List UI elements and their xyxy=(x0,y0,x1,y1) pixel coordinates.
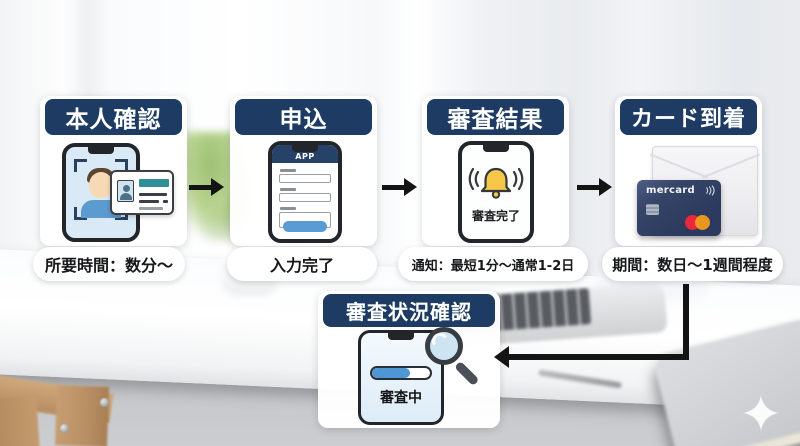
step-title-apply: 申込 xyxy=(235,99,372,135)
screw-detail xyxy=(60,424,69,433)
form-input xyxy=(279,174,331,183)
magnifier-lens xyxy=(425,327,463,365)
viewfinder-corner-icon xyxy=(74,159,87,172)
bell-icon xyxy=(468,167,524,199)
arrow-right-icon xyxy=(577,178,612,196)
submit-button-graphic xyxy=(283,221,327,232)
id-photo-box xyxy=(117,180,134,202)
app-label: APP xyxy=(295,152,315,161)
credit-card-graphic: mercard xyxy=(637,180,721,236)
step-caption-identity: 所要時間：数分〜 xyxy=(33,247,185,281)
screw-detail xyxy=(100,398,109,407)
viewfinder-corner-icon xyxy=(115,159,128,172)
step-title-text: 本人確認 xyxy=(65,107,162,133)
caption-text: 入力完了 xyxy=(269,256,334,275)
phone-notch xyxy=(483,145,509,152)
desk-leg-wood xyxy=(54,385,110,446)
form-label-line xyxy=(280,207,296,210)
step-title-text: 申込 xyxy=(279,107,328,133)
phone-progress-check: 審査中 xyxy=(358,327,480,425)
arrow-down-left-icon xyxy=(494,346,509,368)
step-title-text: 審査状況確認 xyxy=(346,300,472,324)
phone-notch xyxy=(292,145,318,152)
magnifier-handle xyxy=(454,360,480,387)
step-card-result: 審査結果 審査完了 xyxy=(422,96,569,246)
envelope-flap-line xyxy=(649,153,709,179)
id-card-band xyxy=(139,179,169,187)
mastercard-circles-logo xyxy=(695,215,710,230)
card-brand-text: mercard xyxy=(646,185,695,196)
form-label-line xyxy=(280,188,296,191)
viewfinder-corner-icon xyxy=(74,207,87,220)
status-check-title: 審査状況確認 xyxy=(323,294,495,327)
phone-notch xyxy=(88,147,114,154)
magnifier-icon xyxy=(425,327,480,387)
step-title-result: 審査結果 xyxy=(427,99,564,135)
caption-text: 通知：最短1分〜通常1-2日 xyxy=(411,258,575,274)
step-caption-result: 通知：最短1分〜通常1-2日 xyxy=(398,247,588,281)
step-card-apply: 申込 APP xyxy=(230,96,377,246)
id-card-line xyxy=(139,200,159,203)
phone-application-form: APP xyxy=(268,141,342,243)
phone-notch xyxy=(388,333,414,340)
screen-status-text: 審査中 xyxy=(380,390,422,406)
progress-bar-fill xyxy=(372,368,410,378)
step-title-arrival: カード到着 xyxy=(620,99,757,135)
step-card-identity: 本人確認 xyxy=(40,96,187,246)
arrow-right-icon xyxy=(189,178,224,196)
sparkle-icon xyxy=(742,394,780,432)
step-title-identity: 本人確認 xyxy=(45,99,182,135)
arrow-down-left-icon xyxy=(508,354,689,360)
envelope-flap-line xyxy=(701,153,761,179)
id-card-line xyxy=(163,200,168,203)
arrow-down-left-icon xyxy=(683,284,689,359)
app-header-bar: APP xyxy=(272,145,338,163)
id-card-icon xyxy=(110,170,174,215)
id-photo-head xyxy=(123,185,130,192)
step-caption-arrival: 期間：数日〜1週間程度 xyxy=(602,247,783,281)
phone-face-verification xyxy=(62,143,140,242)
contactless-icon xyxy=(706,185,715,196)
card-chip-icon xyxy=(646,204,659,215)
step-title-text: カード到着 xyxy=(630,107,746,132)
step-card-arrival: カード到着 mercard xyxy=(615,96,762,246)
status-check-card: 審査状況確認 審査中 xyxy=(318,291,500,428)
progress-bar xyxy=(370,366,432,380)
caption-text: 期間：数日〜1週間程度 xyxy=(612,255,773,274)
phone-bell-notification: 審査完了 xyxy=(458,141,534,243)
id-card-line xyxy=(139,207,163,210)
id-card-line xyxy=(139,193,167,196)
form-input xyxy=(279,193,331,202)
step-caption-apply: 入力完了 xyxy=(227,247,377,281)
person-avatar-face xyxy=(89,172,113,198)
desk-leg-wood xyxy=(0,396,40,446)
step-title-text: 審査結果 xyxy=(447,107,544,133)
arrow-right-icon xyxy=(382,178,417,196)
id-photo-body xyxy=(120,193,132,200)
caption-text: 所要時間：数分〜 xyxy=(44,256,173,275)
form-label-line xyxy=(280,169,296,172)
screen-status-text: 審査完了 xyxy=(471,209,520,223)
